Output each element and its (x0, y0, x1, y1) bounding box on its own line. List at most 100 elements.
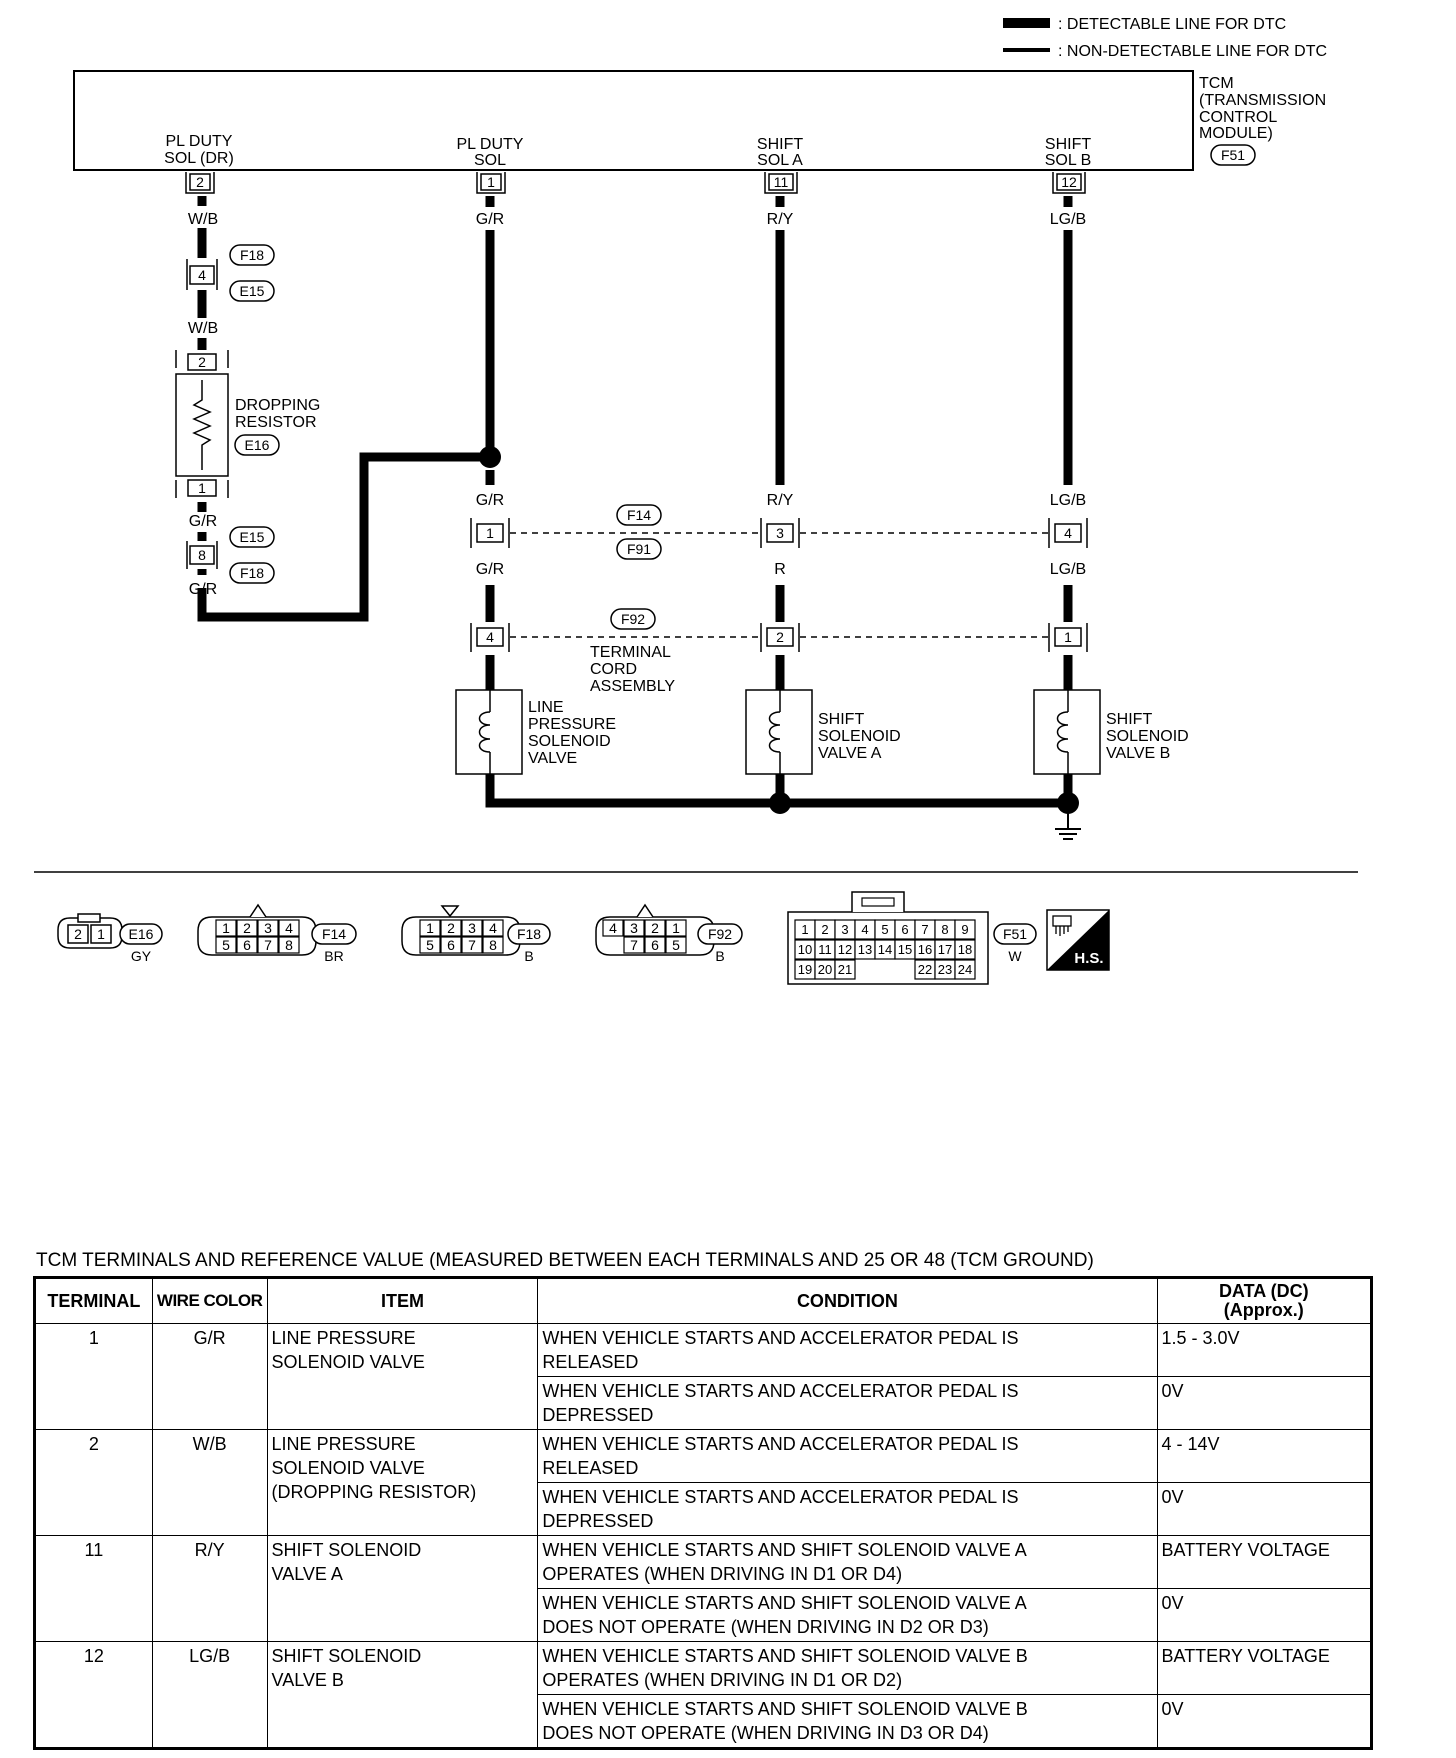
connector-id-label: F18 (517, 926, 541, 942)
solenoid-label: VALVE B (1106, 745, 1170, 762)
wire-color: LG/B (1050, 561, 1086, 578)
solenoid-body (1033, 689, 1101, 775)
connector-view-f18: 1 2 3 4 5 6 7 8 F18 B (401, 905, 551, 964)
item-line: SOLENOID VALVE (271, 1352, 425, 1372)
pin-number: 2 (196, 174, 204, 190)
connector-view-e16: 2 1 E16 GY (57, 913, 163, 964)
connector-id-oval (229, 244, 275, 266)
connector-id-oval (229, 280, 275, 302)
connector-id-label: F18 (240, 565, 264, 581)
solenoid-label: SHIFT (818, 711, 864, 728)
condition-line: OPERATES (WHEN DRIVING IN D1 OR D4) (542, 1564, 903, 1584)
pin-number: 5 (672, 937, 680, 953)
condition-cell: WHEN VEHICLE STARTS AND SHIFT SOLENOID V… (537, 1694, 1158, 1749)
joint-connector-2: 8 E15 F18 (186, 526, 275, 584)
connector-id-oval (697, 923, 743, 945)
solenoid-label: VALVE (528, 750, 577, 767)
terminal-cell: 1 (34, 1323, 153, 1430)
data-value-cell: BATTERY VOLTAGE (1156, 1535, 1373, 1589)
wire-color: G/R (476, 211, 504, 228)
item-line: SHIFT SOLENOID (271, 1646, 422, 1666)
header-terminal: TERMINAL (34, 1277, 153, 1324)
connector-id-label: F14 (322, 926, 346, 942)
wire-color: G/R (189, 513, 217, 530)
condition-cell: WHEN VEHICLE STARTS AND SHIFT SOLENOID V… (537, 1641, 1158, 1695)
connector-view-f14: 1 2 3 4 5 6 7 8 F14 BR (197, 903, 357, 964)
data-value-cell: 4 - 14V (1156, 1429, 1373, 1483)
pin-number: 11 (818, 942, 832, 957)
pin-number: 3 (841, 922, 848, 937)
tcm-label-line: CONTROL (1199, 109, 1277, 126)
solenoid-label: LINE (528, 699, 564, 716)
pin-number: 2 (447, 920, 455, 936)
terminal-name: SHIFT (1045, 136, 1091, 153)
pin-number: 1 (486, 525, 494, 541)
pin-number: 4 (486, 629, 494, 645)
hs-badge: H.S. (1046, 909, 1110, 971)
pin-number: 7 (630, 937, 638, 953)
pin-number: 6 (447, 937, 455, 953)
dropping-resistor: 2 1 DROPPING RESISTOR E16 (175, 350, 320, 498)
pin-number: 15 (898, 942, 912, 957)
solenoid-shift-a: SHIFT SOLENOID VALVE A (745, 689, 901, 775)
solenoid-line-pressure: LINE PRESSURE SOLENOID VALVE (455, 689, 616, 775)
pin-number: 3 (468, 920, 476, 936)
legend-detectable-swatch (1003, 18, 1050, 28)
solenoid-label: SOLENOID (528, 733, 611, 750)
pin-number: 1 (487, 174, 495, 190)
pin-number: 17 (938, 942, 952, 957)
wire-color: LG/B (1050, 492, 1086, 509)
pin-number: 6 (243, 937, 251, 953)
header-item: ITEM (266, 1277, 539, 1324)
pin-number: 1 (222, 920, 230, 936)
wire-color: G/R (476, 492, 504, 509)
pin-number: 4 (861, 922, 868, 937)
connector-color: B (715, 948, 724, 964)
wire-color: G/R (189, 581, 217, 598)
pin-number: 4 (489, 920, 497, 936)
pin-number: 2 (198, 354, 206, 370)
wire-color: R/Y (767, 492, 794, 509)
connector-id-oval (311, 923, 357, 945)
pin-number: 10 (798, 942, 812, 957)
data-value-cell: 1.5 - 3.0V (1156, 1323, 1373, 1377)
wire-color: LG/B (1050, 211, 1086, 228)
pin-number: 8 (285, 937, 293, 953)
coil-icon (478, 711, 491, 753)
condition-cell: WHEN VEHICLE STARTS AND ACCELERATOR PEDA… (537, 1376, 1158, 1430)
pin-number: 7 (468, 937, 476, 953)
table-row: WHEN VEHICLE STARTS AND SHIFT SOLENOID V… (35, 1588, 1373, 1642)
pin-number: 8 (198, 547, 206, 563)
connector-id-label: F92 (708, 926, 732, 942)
item-line: SOLENOID VALVE (271, 1458, 425, 1478)
pin-number: 4 (1064, 525, 1072, 541)
resistor-symbol (192, 380, 212, 470)
connector-id-label: F92 (621, 611, 645, 627)
wire-color: W/B (188, 211, 218, 228)
wire-color-cell: G/R (151, 1323, 268, 1430)
pin-number: 12 (1061, 174, 1077, 190)
data-value-cell: 0V (1156, 1694, 1373, 1749)
tcm-pin-numbers: 2 1 11 12 (196, 174, 1077, 190)
pin-number: 2 (821, 922, 828, 937)
pin-number: 7 (921, 922, 928, 937)
pin-number: 7 (264, 937, 272, 953)
table-row: WHEN VEHICLE STARTS AND SHIFT SOLENOID V… (35, 1694, 1373, 1749)
pin-number: 4 (609, 920, 617, 936)
wire-color-labels: W/B G/R R/Y LG/B (188, 211, 1086, 228)
pin-number: 22 (918, 962, 932, 977)
condition-line: WHEN VEHICLE STARTS AND ACCELERATOR PEDA… (542, 1434, 1019, 1454)
condition-line: WHEN VEHICLE STARTS AND ACCELERATOR PEDA… (542, 1381, 1019, 1401)
pin-number: 3 (264, 920, 272, 936)
pin-number: 18 (958, 942, 972, 957)
tcm-terminal-labels: PL DUTY SOL (DR) PL DUTY SOL SHIFT SOL A… (164, 133, 1091, 169)
terminal-cord-label: CORD (590, 661, 637, 678)
ground-symbol (1055, 803, 1081, 840)
splice-dot (769, 792, 791, 814)
solenoid-body (745, 689, 813, 775)
pin-number: 2 (243, 920, 251, 936)
